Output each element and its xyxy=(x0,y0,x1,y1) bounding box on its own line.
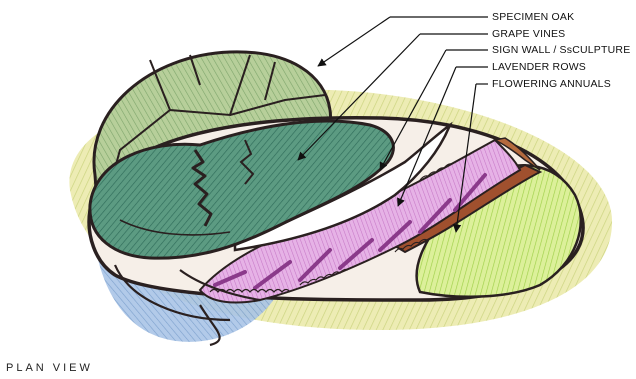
callout-label-specimen-oak: SPECIMEN OAK xyxy=(492,11,574,23)
callout-label-grape-vines: GRAPE VINES xyxy=(492,28,565,40)
callout-label-sign-wall: SIGN WALL / SsCULPTURE xyxy=(492,44,630,56)
callout-label-flowering-annuals: FLOWERING ANNUALS xyxy=(492,78,611,90)
callout-label-lavender-rows: LAVENDER ROWS xyxy=(492,61,586,73)
plan-view-caption: PLAN VIEW xyxy=(6,362,93,374)
leader-specimen-oak-arrow xyxy=(318,17,390,66)
